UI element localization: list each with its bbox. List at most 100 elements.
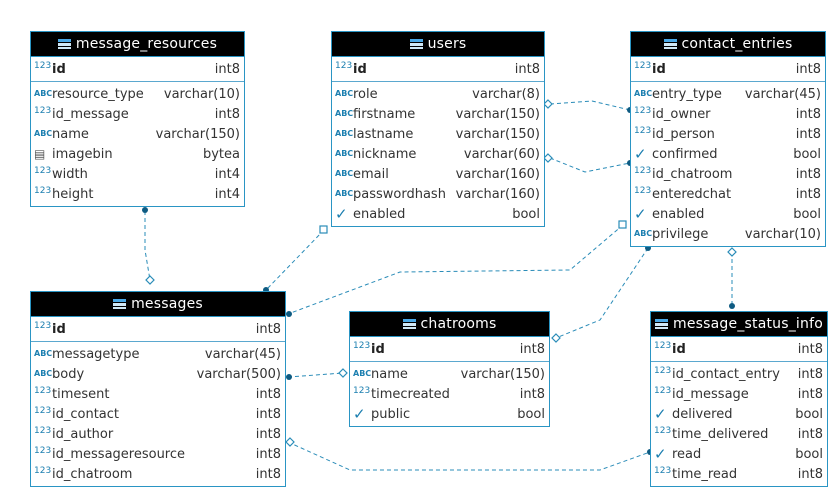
text-type-icon: ABC bbox=[335, 149, 354, 158]
column-name: id bbox=[371, 341, 385, 357]
table-title: users bbox=[427, 36, 467, 52]
table-header[interactable]: users bbox=[332, 32, 544, 57]
column-name: id bbox=[672, 341, 686, 357]
table-header[interactable]: chatrooms bbox=[350, 312, 549, 337]
link-contact-messages bbox=[287, 224, 624, 315]
column-type: varchar(150) bbox=[455, 106, 540, 122]
column-type: varchar(60) bbox=[463, 146, 540, 162]
column-name: firstname bbox=[353, 106, 416, 122]
numeric-type-icon: 123 bbox=[34, 320, 52, 331]
column-type: int8 bbox=[797, 386, 823, 402]
table-header[interactable]: messages bbox=[31, 292, 285, 317]
text-type-icon: ABC bbox=[335, 129, 354, 138]
numeric-type-icon: 123 bbox=[654, 340, 672, 351]
column-type: int8 bbox=[214, 61, 240, 77]
column-type: int8 bbox=[514, 61, 540, 77]
column-type: varchar(500) bbox=[196, 366, 281, 382]
column-name: timesent bbox=[52, 386, 110, 402]
numeric-type-icon: 123 bbox=[34, 425, 52, 436]
link-end-square bbox=[319, 225, 328, 234]
link-end-dot bbox=[286, 311, 292, 317]
table-header[interactable]: message_resources bbox=[31, 32, 244, 57]
column-type: int8 bbox=[795, 186, 821, 202]
table-icon bbox=[57, 39, 71, 49]
table-header[interactable]: message_status_info bbox=[651, 312, 827, 337]
column-type: varchar(10) bbox=[744, 226, 821, 242]
text-type-icon: ABC bbox=[34, 369, 53, 378]
column-name: privilege bbox=[652, 226, 709, 242]
text-type-icon: ABC bbox=[335, 89, 354, 98]
table-header[interactable]: contact_entries bbox=[631, 32, 825, 57]
link-contact-chatrooms bbox=[555, 247, 649, 339]
column-name: resource_type bbox=[52, 86, 144, 102]
column-name: email bbox=[353, 166, 389, 182]
column-type: varchar(8) bbox=[472, 86, 540, 102]
boolean-type-icon: ✓ bbox=[634, 204, 647, 223]
table-title: contact_entries bbox=[681, 36, 793, 52]
table-icon bbox=[113, 299, 127, 309]
column-type: varchar(160) bbox=[455, 166, 540, 182]
column-name: lastname bbox=[353, 126, 414, 142]
binary-type-icon: ▤ bbox=[34, 147, 46, 161]
numeric-type-icon: 123 bbox=[654, 465, 672, 476]
column-name: id_author bbox=[52, 426, 114, 442]
column-type: int8 bbox=[519, 386, 545, 402]
text-type-icon: ABC bbox=[34, 89, 53, 98]
numeric-type-icon: 123 bbox=[654, 385, 672, 396]
